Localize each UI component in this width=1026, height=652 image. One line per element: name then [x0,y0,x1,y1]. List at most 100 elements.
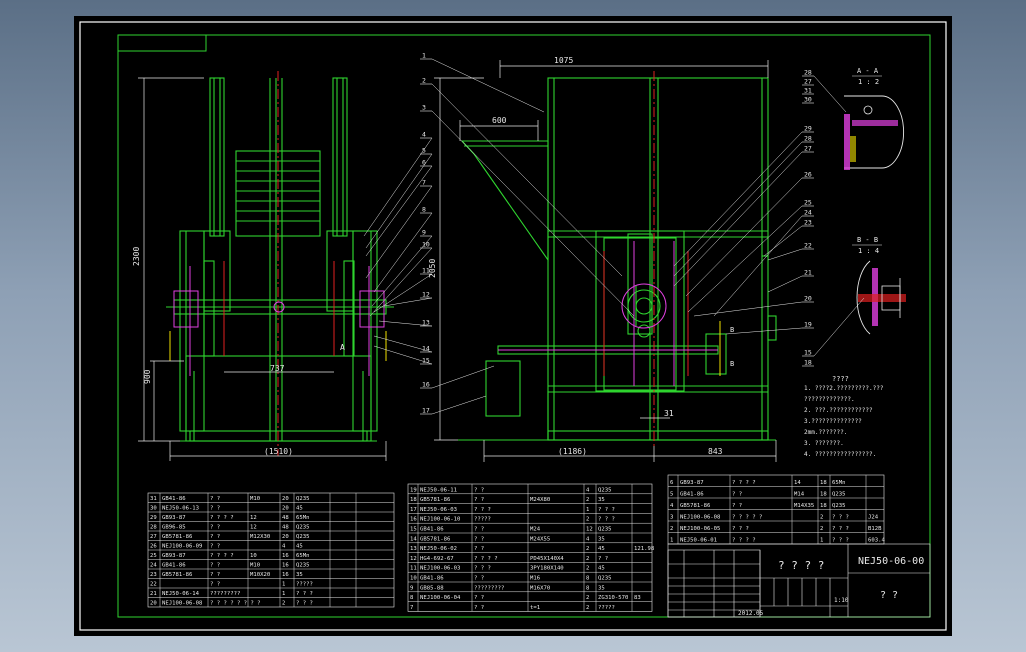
bom-left-row-cell: 65Mn [296,515,309,521]
bom-right-row-cell: GB41-86 [680,492,704,498]
callout-leader [673,131,803,267]
bom-right-row-cell: ? ? ? ? ? [732,515,762,521]
bom-mid-row-cell: ? ? [598,556,608,562]
callout-leader [373,345,433,365]
callout-label: 14 [422,345,430,353]
front-dimensions [138,77,387,461]
bom-mid-row-cell: 14 [410,536,417,542]
bom-right-row-cell: 603.4 [868,538,885,544]
callout-label: 1 [422,52,426,60]
bom-right-row-cell: ? ? ? ? [732,538,756,544]
bom-mid-row-cell: 1 [586,507,589,513]
table-border [407,483,653,612]
bom-mid-row-cell: ? ? ? ? [474,556,498,562]
bom-left-row-cell: NEJ50-06-14 [162,591,200,597]
callout-label: 2 [422,77,426,85]
bom-right-row-cell: 18 [820,480,827,486]
bom-right-row-cell: 65Mn [832,480,845,486]
bom-left-row-cell: M12X30 [250,534,270,540]
bom-mid-row-cell: 2 [586,497,589,503]
bom-mid-row-cell: GB5781-86 [420,497,450,503]
bom-mid-row-cell: 45 [598,546,605,552]
bom-left-row-cell: 48 [282,525,289,531]
bom-mid-row-cell: Q235 [598,576,611,582]
callout-label: 20 [804,295,812,303]
callout-leader [365,165,433,257]
callout-leader [767,248,803,261]
outer-border [79,21,947,631]
bom-left-row-cell: ? ? ? [296,601,313,607]
bom-left-row-cell: 25 [150,553,157,559]
aa-item-label: 28 [804,69,812,77]
bom-right-row-cell: NEJ100-06-05 [680,526,720,532]
bom-mid-row-cell: 12 [586,527,593,533]
bom-mid-row-cell: 4 [586,487,590,493]
bom-right-row-cell: 5 [670,492,673,498]
bom-left-row-cell: ? ? ? [296,591,313,597]
bom-mid-row-cell: 13 [410,546,417,552]
bom-mid-row-cell: Q235 [598,487,611,493]
bom-mid-row-cell: 45 [598,566,605,572]
bb-item-label: 18 [804,359,812,367]
bom-mid-row-cell: ????????? [474,585,504,591]
callout-leader [365,185,433,279]
bom-left-row-cell: Q235 [296,534,309,540]
bom-left-row-cell: M10X20 [250,572,270,578]
callout-label: 6 [422,159,426,167]
bom-mid-row-cell: NEJ50-06-02 [420,546,457,552]
bom-mid-row-cell: 8 [586,576,590,582]
callout-label: 12 [422,291,430,299]
bb-leader [813,297,865,357]
callout-label: 25 [804,199,812,207]
bom-left-row-cell: Q235 [296,525,309,531]
dim-600: 600 [492,116,507,125]
bom-mid-row-cell: 2 [586,566,589,572]
aa-item-label: 30 [804,96,812,104]
callout-label: 17 [422,407,430,415]
section-aa-title: A - A [857,67,879,75]
bom-mid-row-cell: GB41-86 [420,576,444,582]
bom-left-row-cell: GB93-87 [162,515,186,521]
callout-label: 22 [804,242,812,250]
bom-mid-row-cell: 8 [410,595,414,601]
cad-drawing: 2300 900 737 (1510) A [79,21,947,631]
bom-mid-row-cell: ? ? [474,595,484,601]
bom-left-row-cell: 31 [150,496,157,502]
front-view-details [169,71,387,456]
bom-mid-row-cell: NEJ100-06-04 [420,595,461,601]
bom-left-row-cell: 21 [150,591,157,597]
bom-left-row-cell: ? ? ? ? ? ? ? ? [210,601,261,607]
bom-mid-row-cell: GB41-86 [420,527,444,533]
bom-left-row-cell: 20 [282,534,289,540]
bom-mid-row-cell: t=1 [530,605,540,611]
dim-1186: (1186) [558,447,587,456]
callout-leader [371,235,433,307]
bom-left-row-cell: ? ? [210,572,220,578]
callout-leader [431,110,635,317]
dim-1510: (1510) [264,447,293,456]
drawing-scale: 1:10 [834,597,849,604]
bom-left-row-cell: Q235 [296,563,309,569]
bom-mid-row-cell: NEJ100-06-10 [420,517,460,523]
bom-left-row-cell: 16 [282,572,289,578]
section-bb-title: B - B [857,236,878,244]
bom-left-row-cell: 4 [282,544,286,550]
side-dimensions [434,60,777,462]
bom-left-row-cell: 20 [150,601,157,607]
callout-leader [431,58,545,113]
bom-left-row-cell: 65Mn [296,553,309,559]
side-view-details [498,71,721,446]
callout-leader [725,327,803,335]
bom-left-row-cell: Q235 [296,496,309,502]
bom-mid-row-cell: ????? [474,517,491,523]
callout-leader [713,215,803,317]
dim-2300: 2300 [132,247,141,266]
bom-mid-row-cell: ? ? [474,497,484,503]
bom-left-row-cell: GB5781-86 [162,534,192,540]
bom-mid-row-cell: 2 [586,546,589,552]
bom-left-row-cell: NEJ100-06-09 [162,544,202,550]
bom-left-row-cell: 45 [296,506,303,512]
bom-right-row-cell: ? ? [732,492,742,498]
callout-label: 3 [422,104,426,112]
